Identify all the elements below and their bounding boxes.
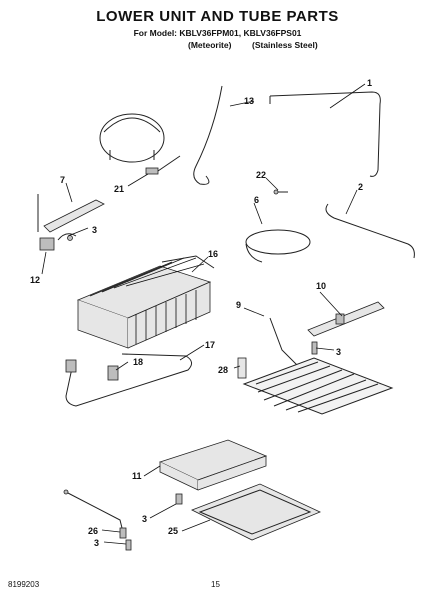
part-21-fitting (145, 155, 181, 175)
callout-6: 6 (254, 195, 259, 205)
callout-17: 17 (205, 340, 215, 350)
part-13-tube (193, 85, 223, 185)
part-18-clip (107, 365, 119, 381)
callout-22: 22 (256, 170, 266, 180)
model-line: For Model: KBLV36FPM01, KBLV36FPS01 (133, 28, 302, 38)
part-7-heater-rail (37, 194, 105, 233)
callout-10: 10 (316, 281, 326, 291)
part-9-condenser-coil (242, 317, 394, 415)
compressor-outline (99, 113, 165, 163)
callout-3-lower-mid: 3 (142, 514, 147, 524)
part-26-link (63, 489, 132, 551)
part-22-clip (273, 189, 288, 195)
part-1-tube-frame (269, 91, 381, 177)
part-11-pan-bracket (158, 439, 268, 505)
callout-25: 25 (168, 526, 178, 536)
variant-meteorite: (Meteorite) (188, 40, 232, 50)
callout-12: 12 (30, 275, 40, 285)
callout-1: 1 (367, 78, 372, 88)
callout-28: 28 (218, 365, 228, 375)
callout-2: 2 (358, 182, 363, 192)
part-16-evaporator (76, 255, 215, 349)
variant-stainless: (Stainless Steel) (252, 40, 318, 50)
document-number: 8199203 (8, 580, 40, 589)
callout-21: 21 (114, 184, 124, 194)
page-title: LOWER UNIT AND TUBE PARTS (96, 8, 339, 25)
part-10-bracket (307, 301, 385, 355)
part-28-sleeve (237, 357, 247, 379)
callout-9: 9 (236, 300, 241, 310)
leader-lines (41, 83, 366, 545)
part-17-heater (65, 353, 192, 407)
part-2-tube (325, 203, 415, 259)
callout-7: 7 (60, 175, 65, 185)
callout-11: 11 (132, 471, 142, 481)
part-12-bracket (39, 233, 77, 251)
part-25-drain-pan (191, 483, 321, 541)
page-number: 15 (211, 580, 220, 589)
part-6-hose (245, 229, 311, 263)
callout-3-lower-left: 3 (94, 538, 99, 548)
callout-16: 16 (208, 249, 218, 259)
callout-3-right: 3 (336, 347, 341, 357)
callout-18: 18 (133, 357, 143, 367)
callout-26: 26 (88, 526, 98, 536)
callout-3-upper-left: 3 (92, 225, 97, 235)
callout-13: 13 (244, 96, 254, 106)
